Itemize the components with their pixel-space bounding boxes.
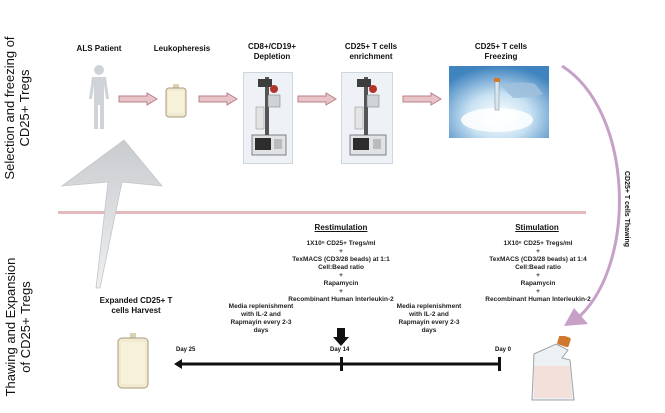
stim-cells: 1X10⁶ CD25+ Tregs/ml: [503, 240, 573, 247]
magnetic-separator-enrichment-image: [341, 72, 393, 164]
stim-plus-2: +: [536, 272, 540, 279]
restim-plus-1: +: [339, 248, 343, 255]
restimulation-details: 1X10⁶ CD25+ Tregs/ml + TexMACS (CD3/28 b…: [282, 240, 400, 304]
arrow-enrichment-to-freezing: [402, 92, 442, 106]
restim-rapamycin: Rapamycin: [323, 280, 359, 287]
timeline-day0: Day 0: [495, 347, 512, 353]
restimulation-heading: Restimulation: [314, 223, 368, 232]
arrow-patient-to-leukopheresis: [118, 92, 158, 106]
culture-flask-image: [528, 336, 578, 402]
magnetic-separator-depletion-image: [243, 72, 293, 164]
day14-down-arrow: [333, 328, 349, 346]
patient-icon: [84, 64, 114, 134]
timeline: [174, 357, 504, 371]
timeline-day14: Day 14: [330, 347, 350, 353]
blood-bag-icon: [164, 84, 188, 118]
gray-up-arrow: [60, 138, 170, 290]
harvest-label: Expanded CD25+ T cells Harvest: [99, 296, 173, 315]
stage-label-enrichment: CD25+ T cells enrichment: [344, 42, 398, 61]
stimulation-heading: Stimulation: [515, 223, 559, 232]
stage-label-patient: ALS Patient: [76, 44, 122, 53]
side-label-bottom: Thawing and Expansion of CD25+ Tregs: [3, 257, 33, 397]
media-note-right: Media replenishment with IL-2 and Rapmay…: [396, 303, 462, 334]
side-label-top: Selection and freezing of CD25+ Tregs: [2, 36, 32, 180]
stim-plus-3: +: [536, 288, 540, 295]
timeline-day25: Day 25: [176, 347, 196, 353]
stimulation-details: 1X10⁶ CD25+ Tregs/ml + TexMACS (CD3/28 b…: [480, 240, 596, 304]
cryo-freezing-image: [449, 66, 549, 138]
media-note-left: Media replenishment with IL-2 and Rapmay…: [228, 303, 294, 334]
restim-plus-3: +: [339, 288, 343, 295]
stim-plus-1: +: [536, 248, 540, 255]
thawing-curve-arrow: [560, 60, 640, 332]
restim-cells: 1X10⁶ CD25+ Tregs/ml: [306, 240, 376, 247]
restim-beads: TexMACS (CD3/28 beads) at 1:1 Cell:Bead …: [292, 256, 390, 271]
stage-label-leukopheresis: Leukopheresis: [153, 44, 211, 53]
stim-il2: Recombinant Human Interleukin-2: [485, 296, 591, 303]
harvest-bag-icon: [116, 333, 150, 389]
stage-label-freezing: CD25+ T cells Freezing: [474, 42, 528, 61]
section-divider: [58, 211, 586, 214]
arrow-leukopheresis-to-depletion: [198, 92, 238, 106]
restim-plus-2: +: [339, 272, 343, 279]
stage-label-depletion: CD8+/CD19+ Depletion: [247, 42, 297, 61]
arrow-depletion-to-enrichment: [297, 92, 337, 106]
stim-rapamycin: Rapamycin: [520, 280, 556, 287]
stim-beads: TexMACS (CD3/28 beads) at 1:4 Cell:Bead …: [489, 256, 587, 271]
restim-il2: Recombinant Human Interleukin-2: [288, 296, 394, 303]
thawing-label: CD25+ T cells Thawing: [623, 170, 630, 248]
